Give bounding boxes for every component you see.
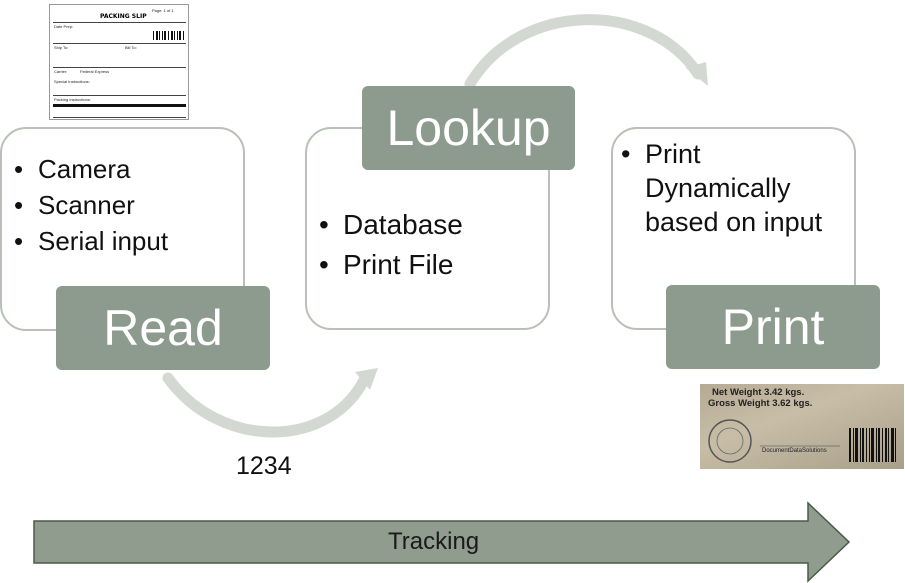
lookup-item-print-file: Print File (319, 245, 463, 285)
print-label: Print (666, 285, 880, 369)
read-item-scanner: Scanner (14, 187, 168, 223)
read-label: Read (56, 286, 270, 370)
curved-arrow-lookup-to-print (464, 14, 708, 90)
read-item-serial-input: Serial input (14, 223, 168, 259)
gross-weight-text: Gross Weight 3.62 kgs. (708, 398, 813, 409)
curved-arrow-read-to-lookup (162, 368, 378, 438)
tracking-label: Tracking (388, 528, 480, 555)
printed-label-image: Net Weight 3.42 kgs. Gross Weight 3.62 k… (700, 384, 904, 469)
packing-slip-field: Federal Express (80, 69, 110, 74)
label-barcode (849, 428, 898, 462)
packing-slip-field: Date Prep: (54, 24, 74, 29)
print-item: Print Dynamically based on input (621, 137, 846, 239)
packing-slip-title: PACKING SLIP (100, 13, 147, 20)
lookup-label: Lookup (362, 86, 575, 170)
packing-slip-field: Bill To: (125, 45, 137, 50)
tracking-arrow (33, 501, 851, 583)
lookup-list: Database Print File (319, 205, 463, 285)
lookup-item-database: Database (319, 205, 463, 245)
packing-slip-field: Carrier: (54, 69, 68, 74)
print-card: Print Dynamically based on input (611, 127, 856, 330)
packing-slip-barcode (153, 31, 186, 40)
print-list: Print Dynamically based on input (621, 137, 846, 239)
packing-slip-field: Packing Instructions: (54, 97, 91, 102)
read-item-camera: Camera (14, 151, 168, 187)
packing-slip-page: Page: 1 of 1 (152, 8, 174, 13)
example-input-text: 1234 (236, 452, 292, 480)
brand-text: DocumentDataSolutions (762, 448, 827, 454)
net-weight-text: Net Weight 3.42 kgs. (712, 387, 805, 398)
packing-slip-image: PACKING SLIP Page: 1 of 1 Date Prep: Shi… (49, 4, 189, 120)
packing-slip-field: Special Instructions: (54, 79, 90, 84)
seal-icon (708, 419, 840, 463)
packing-slip-field: Ship To: (54, 45, 69, 50)
read-list: Camera Scanner Serial input (14, 151, 168, 259)
